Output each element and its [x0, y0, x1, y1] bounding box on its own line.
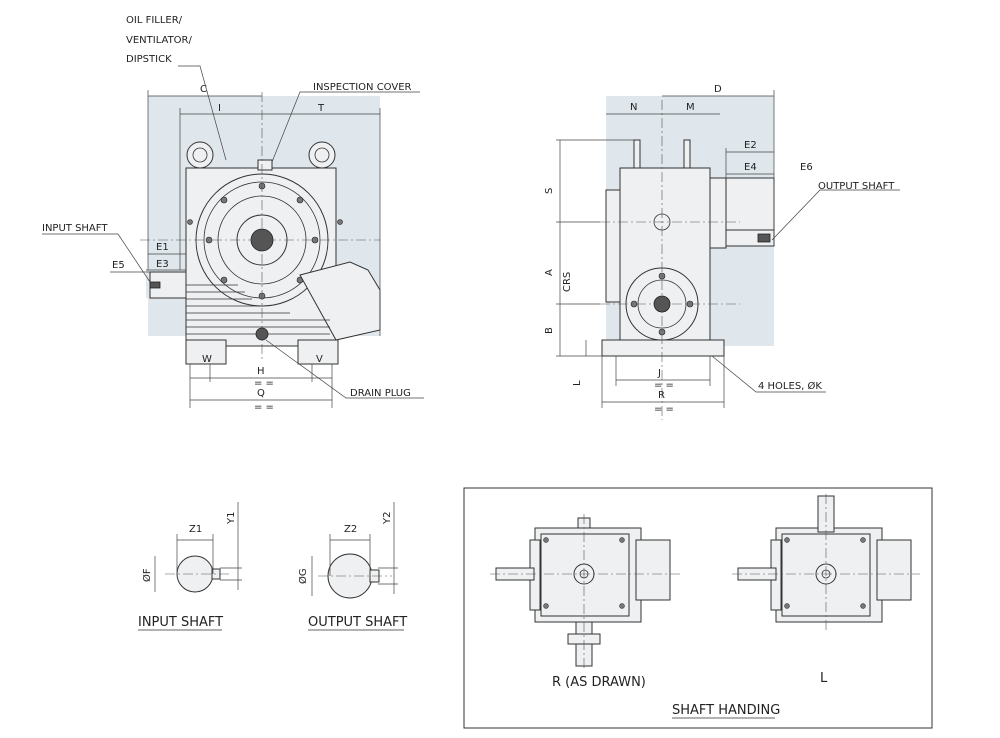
dim-Q-eq: = = [254, 402, 274, 413]
dim-CRS: CRS [562, 272, 573, 292]
dim-E3: E3 [156, 259, 169, 270]
dim-V: V [316, 354, 323, 365]
input-shaft-label: INPUT SHAFT [42, 223, 108, 234]
drain-plug-label: DRAIN PLUG [350, 388, 411, 399]
output-shaft-z: Z2 [344, 524, 357, 535]
oil-filler-label-2: VENTILATOR/ [126, 35, 192, 46]
side-dimensions [556, 90, 900, 408]
front-view [140, 92, 381, 365]
handing-left [732, 494, 920, 630]
handing-right-label: R (AS DRAWN) [552, 675, 646, 690]
dim-N: N [630, 102, 637, 113]
dim-W: W [202, 354, 212, 365]
inspection-cover-label: INSPECTION COVER [313, 82, 412, 93]
handing-left-label: L [820, 671, 828, 686]
dim-H-eq: = = [254, 378, 274, 389]
input-shaft-y: Y1 [226, 512, 237, 525]
dim-T: T [317, 103, 325, 114]
dim-J: J [657, 368, 661, 379]
shaft-handing-frame [463, 487, 933, 729]
output-shaft-y: Y2 [382, 512, 393, 525]
handing-right [490, 514, 680, 670]
front-dimensions [42, 65, 424, 408]
dim-S: S [544, 188, 555, 194]
dim-H: H [257, 366, 265, 377]
input-shaft-caption: INPUT SHAFT [138, 615, 223, 630]
input-shaft-dia: ØF [141, 568, 153, 582]
dim-J-eq: = = [654, 380, 674, 391]
shaft-handing-caption: SHAFT HANDING [672, 703, 780, 718]
dim-E4: E4 [744, 162, 757, 173]
dim-R-eq: = = [654, 404, 674, 415]
dim-L: L [572, 380, 583, 386]
output-shaft-caption: OUTPUT SHAFT [308, 615, 407, 630]
dim-B: B [544, 327, 555, 334]
dim-E2: E2 [744, 140, 757, 151]
side-view [600, 96, 775, 420]
dim-Q: Q [257, 388, 265, 399]
dim-I: I [218, 103, 221, 114]
output-shaft-label: OUTPUT SHAFT [818, 181, 895, 192]
dim-M: M [686, 102, 695, 113]
dim-E6: E6 [800, 162, 813, 173]
dim-E1: E1 [156, 242, 169, 253]
oil-filler-label-3: DIPSTICK [126, 54, 172, 65]
dim-C: C [200, 84, 207, 95]
dim-A: A [544, 269, 555, 276]
oil-filler-label-1: OIL FILLER/ [126, 15, 183, 26]
dim-R: R [658, 390, 665, 401]
input-shaft-detail [154, 502, 242, 593]
dim-D: D [714, 84, 722, 95]
dim-E5: E5 [112, 260, 125, 271]
input-shaft-z: Z1 [189, 524, 202, 535]
holes-label: 4 HOLES, ØK [758, 380, 822, 392]
output-shaft-detail [311, 502, 398, 599]
output-shaft-dia: ØG [297, 568, 309, 584]
